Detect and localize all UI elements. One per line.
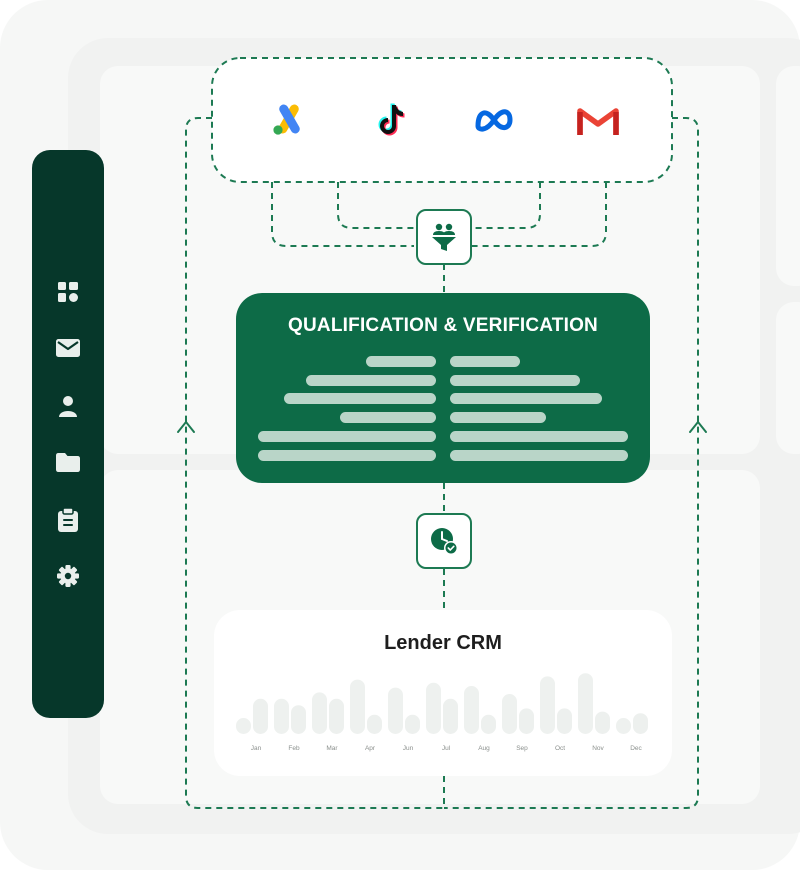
qualification-title: QUALIFICATION & VERIFICATION [288, 315, 598, 336]
gmail-logo[interactable] [576, 100, 620, 140]
crm-bar [464, 686, 479, 734]
crm-bar [274, 698, 289, 734]
crm-month-label: Feb [288, 745, 300, 752]
text-placeholder-line [284, 393, 436, 404]
text-placeholder-line [450, 356, 520, 367]
lead-filter-node[interactable] [416, 209, 472, 265]
crm-bar [578, 673, 593, 734]
crm-bar [291, 705, 306, 734]
text-placeholder-line [258, 450, 436, 461]
crm-bar [502, 694, 517, 734]
clock-check-icon [431, 528, 458, 555]
google-ads-logo[interactable] [268, 100, 312, 140]
crm-bar [312, 692, 327, 734]
crm-month-label: Jun [403, 745, 414, 752]
meta-logo[interactable] [472, 100, 516, 140]
crm-month-label: Dec [630, 745, 642, 752]
crm-bar [329, 698, 344, 734]
text-placeholder-line [450, 393, 602, 404]
crm-bar [481, 714, 496, 734]
lender-crm-card: Lender CRM Jan Feb Mar Apr Jun Jul Aug Sep Oct No… [214, 610, 672, 776]
crm-bar [236, 718, 251, 734]
dashboard-icon[interactable] [56, 280, 80, 304]
clipboard-icon[interactable] [56, 508, 80, 532]
crm-bar [540, 676, 555, 734]
folder-icon[interactable] [56, 450, 80, 474]
background-panel [776, 302, 800, 454]
crm-bar [426, 682, 441, 734]
timing-check-node[interactable] [416, 513, 472, 569]
crm-bar [350, 679, 365, 734]
text-placeholder-line [450, 450, 628, 461]
crm-month-label: Apr [365, 745, 376, 752]
text-placeholder-line [340, 412, 436, 423]
tiktok-logo[interactable] [369, 100, 413, 140]
funnel-users-icon [432, 223, 456, 251]
crm-bar [557, 708, 572, 734]
crm-bar [633, 713, 648, 734]
text-placeholder-line [258, 431, 436, 442]
crm-month-label: Nov [592, 745, 604, 752]
crm-bar-chart: Jan Feb Mar Apr Jun Jul Aug Sep Oct Nov Dec [236, 673, 648, 752]
qualification-verification-card: QUALIFICATION & VERIFICATION [236, 293, 650, 483]
text-placeholder-line [450, 375, 580, 386]
crm-bar [367, 714, 382, 734]
user-icon[interactable] [56, 394, 80, 418]
crm-month-label: Oct [555, 745, 565, 752]
crm-month-label: Aug [478, 745, 490, 752]
crm-title: Lender CRM [384, 632, 502, 654]
background-panel [776, 66, 800, 286]
crm-bar [253, 698, 268, 734]
text-placeholder-line [306, 375, 436, 386]
gear-icon[interactable] [56, 564, 80, 588]
crm-month-label: Jan [251, 745, 262, 752]
crm-month-label: Mar [326, 745, 338, 752]
crm-bar [595, 711, 610, 734]
crm-bar [405, 714, 420, 734]
crm-bar [616, 718, 631, 734]
mail-icon[interactable] [56, 336, 80, 360]
crm-month-label: Sep [516, 745, 528, 752]
text-placeholder-line [450, 431, 628, 442]
crm-bar [519, 708, 534, 734]
crm-bar [388, 687, 403, 734]
text-placeholder-line [366, 356, 436, 367]
crm-bar [443, 698, 458, 734]
text-placeholder-line [450, 412, 546, 423]
crm-month-label: Jul [442, 745, 451, 752]
sidebar [32, 150, 104, 718]
